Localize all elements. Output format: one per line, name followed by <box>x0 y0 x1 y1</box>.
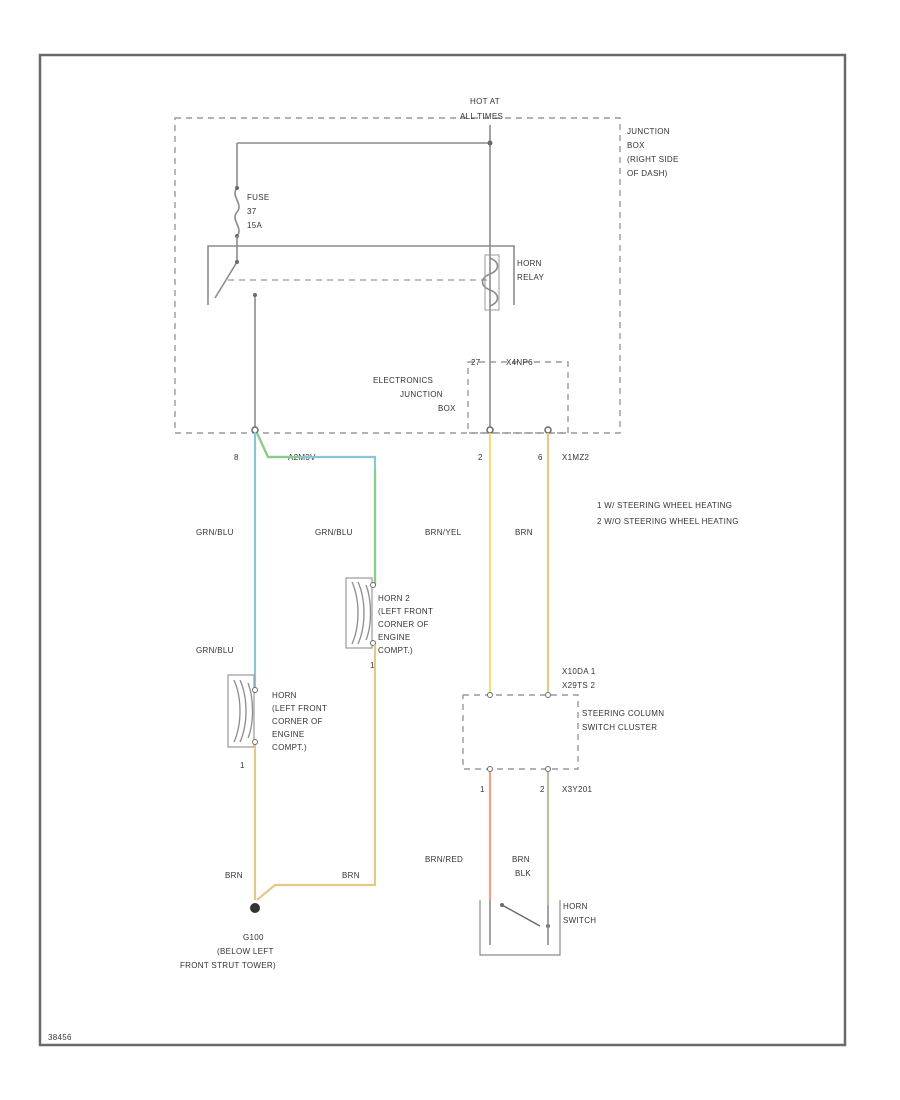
wire-label-brn-right: BRN <box>342 871 360 880</box>
connector-c-label: X1MZ2 <box>562 453 590 462</box>
scs-pin-top-left <box>487 692 493 698</box>
fuse-icon <box>234 187 240 237</box>
horn-switch-label-1: HORN <box>563 902 588 911</box>
horn2-pin-label: 1 <box>370 661 375 670</box>
pin-c-node <box>544 426 552 434</box>
horn1-label-4: ENGINE <box>272 730 304 739</box>
ejb-label-1: ELECTRONICS <box>373 376 433 385</box>
wire-grn-blu-to-horn2 <box>256 432 377 585</box>
power-bus-node <box>487 140 493 146</box>
horn-switch-label-2: SWITCH <box>563 916 596 925</box>
horn-relay-label-1: HORN <box>517 259 542 268</box>
ground-icon <box>250 903 260 913</box>
relay-switch-icon <box>214 261 238 299</box>
horn-relay-label-2: RELAY <box>517 273 545 282</box>
horn1-pin-label: 1 <box>240 761 245 770</box>
pin-c-label: 6 <box>538 453 543 462</box>
steering-column-switch-cluster-outline <box>462 694 579 770</box>
wire-brn-horn2-ground <box>256 645 377 901</box>
horn1-icon <box>227 674 258 748</box>
fuse-terminal-top <box>235 186 239 190</box>
relay-outline <box>207 245 515 305</box>
horn1-label-2: (LEFT FRONT <box>272 704 327 713</box>
horn1-label-1: HORN <box>272 691 297 700</box>
hot-label-2: ALL TIMES <box>460 112 503 121</box>
wire-label-brn-red: BRN/RED <box>425 855 463 864</box>
wire-label-grn-blu-3: GRN/BLU <box>196 646 234 655</box>
wire-label-brn-left: BRN <box>225 871 243 880</box>
scs-pin-right-label: 2 <box>540 785 545 794</box>
scs-label-2: SWITCH CLUSTER <box>582 723 657 732</box>
relay-coil-box <box>484 254 500 311</box>
ejb-label-2: JUNCTION <box>400 390 443 399</box>
horn2-label-5: COMPT.) <box>378 646 413 655</box>
hot-label-1: HOT AT <box>470 97 500 106</box>
scs-pin-top-right <box>545 692 551 698</box>
wire-label-grn-blu-2: GRN/BLU <box>315 528 353 537</box>
wire-label-brn-yel: BRN/YEL <box>425 528 462 537</box>
scs-bottom-connector-label: X3Y201 <box>562 785 593 794</box>
scs-pin-bottom-left <box>487 766 493 772</box>
ground-label-1: G100 <box>243 933 264 942</box>
junction-box-label-1: JUNCTION <box>627 127 670 136</box>
scs-connector-label-2: X29TS 2 <box>562 681 595 690</box>
ground-label-3: FRONT STRUT TOWER) <box>180 961 276 970</box>
horn1-label-3: CORNER OF <box>272 717 323 726</box>
wire-label-brn-blk-2: BLK <box>515 869 531 878</box>
junction-box-label-4: OF DASH) <box>627 169 668 178</box>
horn2-label-2: (LEFT FRONT <box>378 607 433 616</box>
ejb-label-3: BOX <box>438 404 456 413</box>
ground-label-2: (BELOW LEFT <box>217 947 274 956</box>
fuse-label-1: FUSE <box>247 193 270 202</box>
electronics-junction-box-outline <box>467 361 569 434</box>
relay-contact-node <box>235 260 239 264</box>
scs-pin-left-label: 1 <box>480 785 485 794</box>
scs-connector-label-1: X10DA 1 <box>562 667 596 676</box>
fuse-label-3: 15A <box>247 221 262 230</box>
horn-switch-contact-left <box>500 903 504 907</box>
junction-box-label-2: BOX <box>627 141 645 150</box>
fuse-label-2: 37 <box>247 207 257 216</box>
scs-label-1: STEERING COLUMN <box>582 709 664 718</box>
relay-output-node <box>253 293 257 297</box>
horn-switch-icon <box>501 904 541 927</box>
scs-pin-bottom-right <box>545 766 551 772</box>
horn-switch-outline <box>479 900 561 956</box>
ejb-pin-label: 27 <box>471 358 481 367</box>
diagram-frame <box>38 53 847 1047</box>
junction-box-outline <box>174 117 621 434</box>
pin-a-label: 8 <box>234 453 239 462</box>
wire-label-brn-1: BRN <box>515 528 533 537</box>
note-2: 2 W/O STEERING WHEEL HEATING <box>597 517 739 526</box>
horn2-label-3: CORNER OF <box>378 620 429 629</box>
wire-label-brn-blk-1: BRN <box>512 855 530 864</box>
pin-b-label: 2 <box>478 453 483 462</box>
wire-label-grn-blu-1: GRN/BLU <box>196 528 234 537</box>
pin-b-node <box>486 426 494 434</box>
ejb-connector-label: X4NP6 <box>506 358 533 367</box>
horn1-label-5: COMPT.) <box>272 743 307 752</box>
horn2-label-1: HORN 2 <box>378 594 410 603</box>
horn2-icon <box>345 577 376 649</box>
page-code: 38456 <box>48 1033 72 1042</box>
junction-box-label-3: (RIGHT SIDE <box>627 155 679 164</box>
wire-grn-segment <box>256 432 300 459</box>
note-1: 1 W/ STEERING WHEEL HEATING <box>597 501 732 510</box>
horn2-label-4: ENGINE <box>378 633 410 642</box>
relay-coil-icon <box>481 257 499 307</box>
